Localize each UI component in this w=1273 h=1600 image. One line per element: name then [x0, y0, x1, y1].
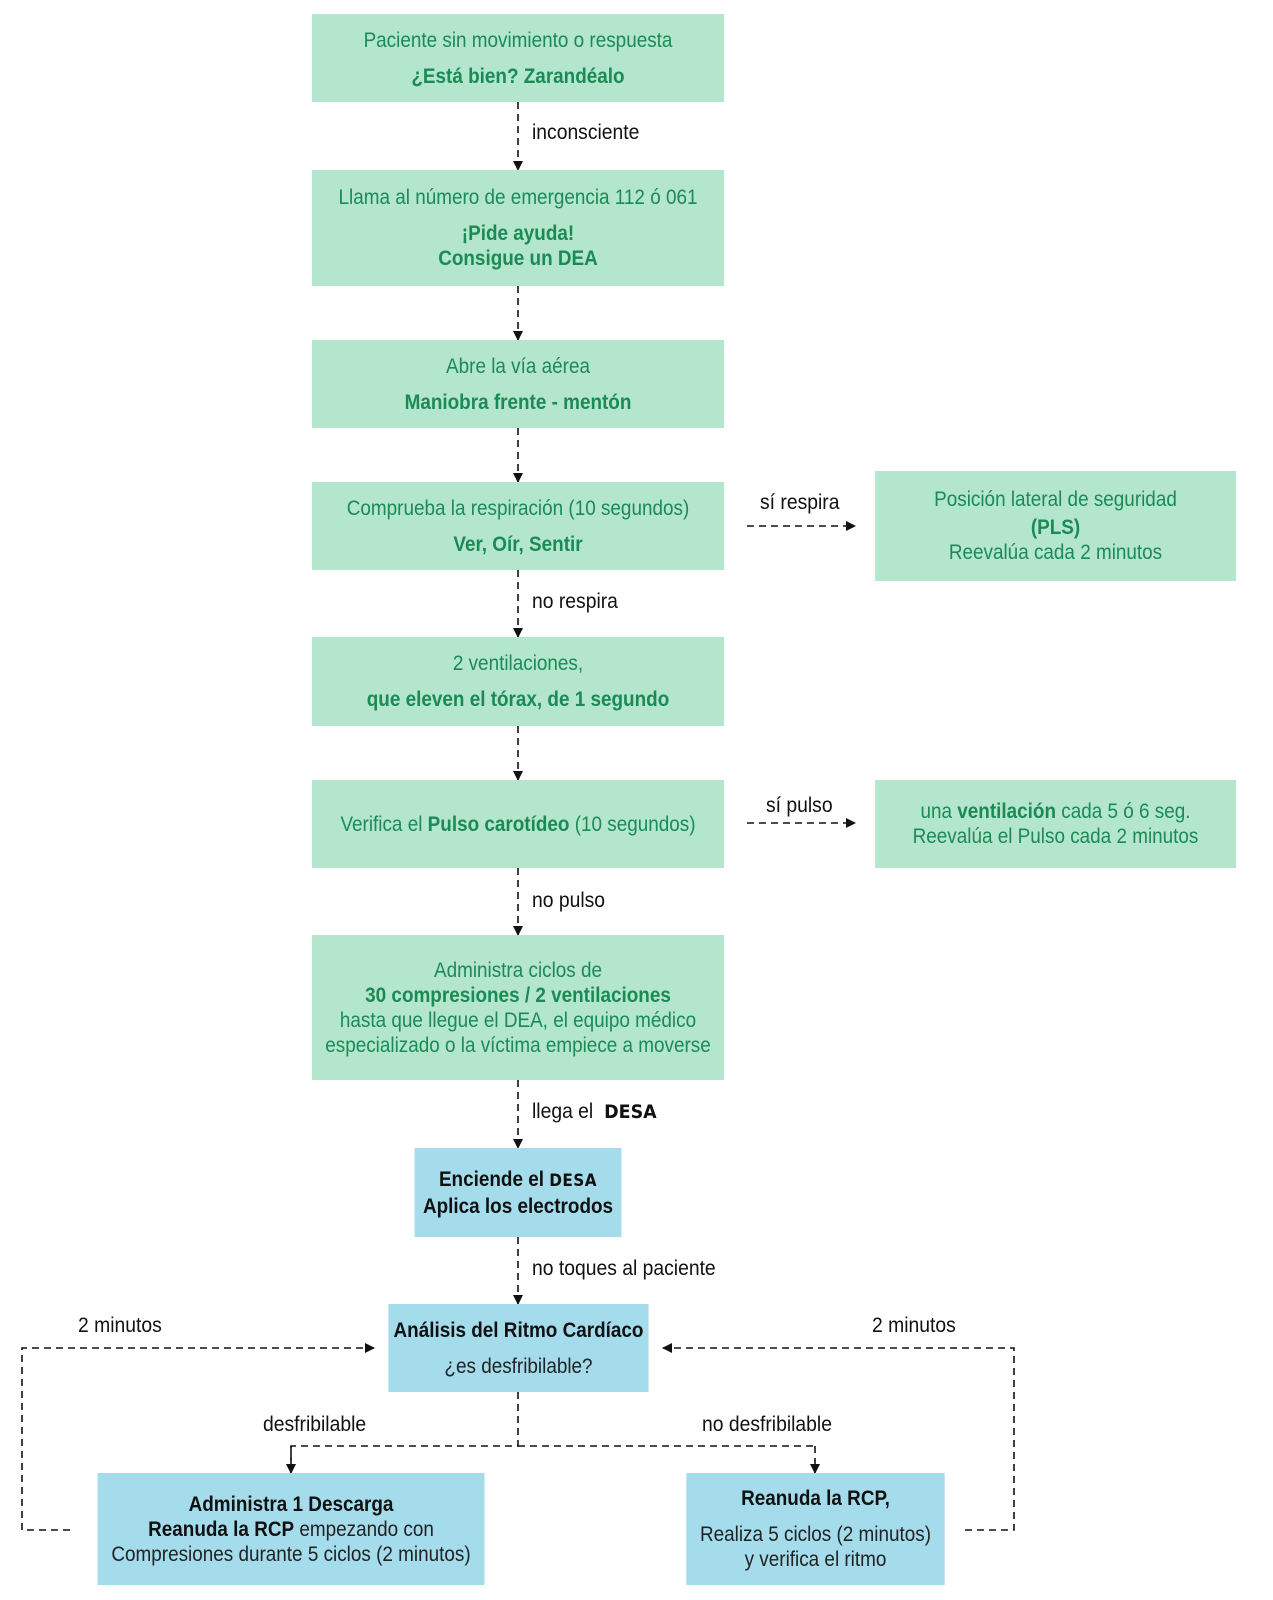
single-vent-line1: una ventilación cada 5 ó 6 seg. [920, 799, 1190, 824]
cpr-line2: 30 compresiones / 2 ventilaciones [365, 983, 671, 1007]
label-no-pulse: no pulso [532, 889, 606, 912]
analysis-box: Análisis del Ritmo Cardíaco ¿es desfribi… [388, 1304, 649, 1392]
desa-on-line2: Aplica los electrodos [422, 1194, 614, 1218]
label-not-shockable: no desfribilable [702, 1413, 832, 1436]
cpr-line1: Administra ciclos de [433, 958, 603, 982]
analysis-line1: Análisis del Ritmo Cardíaco [393, 1318, 644, 1342]
ventilations-line2: que eleven el tórax, de 1 segundo [366, 688, 670, 711]
analysis-line2: ¿es desfribilable? [444, 1354, 593, 1378]
breathing-line1: Comprueba la respiración (10 segundos) [346, 496, 690, 520]
pls-box: Posición lateral de seguridad (PLS) Reev… [875, 471, 1236, 581]
call-line2: ¡Pide ayuda! [461, 222, 575, 245]
loop-left-line [21, 1343, 375, 1531]
label-dont-touch: no toques al paciente [532, 1257, 716, 1280]
shock-line3: Compresiones durante 5 ciclos (2 minutos… [111, 1542, 471, 1566]
pls-line3: Reevalúa cada 2 minutos [948, 541, 1163, 564]
label-two-min-right: 2 minutos [872, 1314, 956, 1337]
pulse-suffix: (10 segundos) [574, 812, 696, 836]
desa-on-line1: Enciende el DESA [439, 1167, 597, 1194]
single-vent-line2: Reevalúa el Pulso cada 2 minutos [912, 825, 1199, 848]
airway-line1: Abre la vía aérea [446, 354, 590, 378]
pls-line1: Posición lateral de seguridad [934, 488, 1177, 511]
ventilations-line1: 2 ventilaciones, [452, 652, 584, 675]
call-line3: Consigue un DEA [438, 247, 598, 270]
airway-box: Abre la vía aérea Maniobra frente - ment… [311, 340, 725, 428]
single-vent-suffix: cada 5 ó 6 seg. [1061, 800, 1191, 823]
start-box: Paciente sin movimiento o respuesta ¿Est… [311, 14, 725, 102]
label-not-breathing: no respira [532, 590, 618, 613]
shock-line2: Reanuda la RCP empezando con [148, 1517, 434, 1542]
cpr-line3: hasta que llegue el DEA, el equipo médic… [339, 1008, 697, 1032]
resume-line2: Realiza 5 ciclos (2 minutos) [699, 1523, 932, 1546]
resume-line3: y verifica el ritmo [744, 1548, 887, 1571]
resume-line1: Reanuda la RCP, [741, 1487, 890, 1510]
label-unconscious: inconsciente [532, 121, 640, 144]
single-vent-box: una ventilación cada 5 ó 6 seg. Reevalúa… [875, 780, 1236, 868]
single-vent-bold: ventilación [957, 800, 1057, 823]
loop-right-line [662, 1343, 1015, 1531]
label-two-min-left: 2 minutos [78, 1314, 162, 1337]
pls-line2: (PLS) [1030, 516, 1081, 539]
desa-on-box: Enciende el DESA Aplica los electrodos [414, 1148, 622, 1237]
desa-on-prefix: Enciende el [438, 1167, 544, 1191]
cpr-line4: especializado o la víctima empiece a mov… [325, 1033, 711, 1057]
pulse-bold: Pulso carotídeo [427, 812, 570, 836]
desa-on-desa: DESA [549, 1170, 598, 1191]
label-shockable: desfribilable [263, 1413, 367, 1436]
breathing-box: Comprueba la respiración (10 segundos) V… [311, 482, 725, 570]
label-desa-arrives: llega el DESA [532, 1100, 657, 1124]
pulse-line: Verifica el Pulso carotídeo (10 segundos… [340, 812, 695, 837]
breathing-line2: Ver, Oír, Sentir [453, 532, 583, 556]
label-desa-arrives-bold: DESA [604, 1101, 657, 1123]
ventilations-box: 2 ventilaciones, que eleven el tórax, de… [311, 637, 725, 726]
single-vent-prefix: una [920, 800, 953, 823]
shock-line2-bold: Reanuda la RCP [148, 1517, 295, 1541]
start-line1: Paciente sin movimiento o respuesta [363, 28, 673, 52]
resume-box: Reanuda la RCP, Realiza 5 ciclos (2 minu… [686, 1473, 945, 1585]
call-box: Llama al número de emergencia 112 ó 061 … [311, 170, 725, 286]
pulse-box: Verifica el Pulso carotídeo (10 segundos… [311, 780, 725, 868]
label-has-pulse: sí pulso [766, 794, 833, 817]
call-line1: Llama al número de emergencia 112 ó 061 [338, 186, 698, 209]
cpr-box: Administra ciclos de 30 compresiones / 2… [311, 935, 725, 1080]
label-breathes: sí respira [760, 491, 840, 514]
shock-line2-rest: empezando con [299, 1517, 434, 1541]
start-line2: ¿Está bien? Zarandéalo [411, 64, 625, 88]
shock-box: Administra 1 Descarga Reanuda la RCP emp… [97, 1473, 485, 1585]
shock-line1: Administra 1 Descarga [188, 1492, 394, 1516]
label-desa-arrives-text: llega el [532, 1100, 594, 1123]
pulse-prefix: Verifica el [340, 812, 423, 836]
airway-line2: Maniobra frente - mentón [404, 390, 632, 414]
